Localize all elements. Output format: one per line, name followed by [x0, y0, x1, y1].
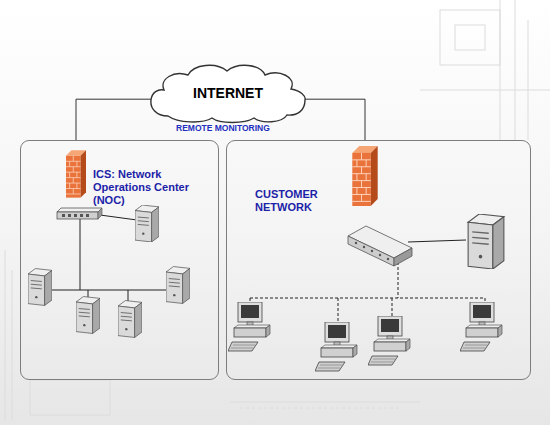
noc-wires: [50, 215, 168, 302]
wire: [338, 298, 339, 324]
customer-wires: [250, 240, 485, 324]
decor-line: [5, 250, 6, 420]
server-icon: [166, 267, 190, 304]
decor-line: [528, 20, 529, 140]
wire: [88, 290, 89, 298]
firewall-icon: [66, 150, 86, 197]
decor-line: [420, 90, 550, 91]
zone-heading: ICS: Network Operations Center (NOC): [93, 168, 203, 207]
zone-heading: CUSTOMER NETWORK: [255, 188, 345, 214]
cloud-label: INTERNET: [150, 62, 306, 124]
wire: [485, 298, 486, 304]
network-link: [305, 99, 365, 140]
pc-icon: [228, 302, 270, 351]
firewall-icon: [352, 146, 377, 206]
decor-rect: [455, 25, 485, 50]
wire: [100, 215, 137, 220]
decor-line: [230, 402, 420, 403]
decor-line: [515, 0, 516, 140]
wire: [408, 240, 466, 242]
wire: [128, 290, 129, 302]
internet-cloud: INTERNET: [150, 62, 306, 124]
network-link: [76, 99, 151, 140]
server-icon: [76, 297, 100, 334]
decor-line: [240, 408, 400, 409]
wire: [250, 298, 251, 304]
server-icon: [28, 269, 52, 306]
server-icon: [135, 205, 159, 242]
note-label: REMOTE MONITORING: [176, 123, 270, 133]
decor-line: [12, 270, 13, 420]
switch-icon: [57, 208, 102, 219]
dashed-lan: [250, 262, 485, 324]
pc-icon: [460, 302, 502, 351]
network-zone: ICS: Network Operations Center (NOC): [20, 140, 219, 380]
wire: [80, 219, 81, 290]
pc-icon: [368, 316, 410, 365]
wire: [398, 262, 399, 298]
pc-icon: [315, 322, 357, 371]
decor-lines: [5, 0, 550, 420]
decor-rect: [440, 10, 500, 65]
decor-line: [500, 0, 501, 140]
decor-rect: [30, 380, 110, 415]
wire: [392, 298, 393, 318]
server-icon: [118, 301, 142, 338]
switch-icon: [348, 226, 412, 266]
network-zone: CUSTOMER NETWORK: [226, 140, 531, 380]
wire: [250, 298, 485, 299]
wire: [50, 290, 168, 291]
server-icon: [468, 214, 504, 269]
